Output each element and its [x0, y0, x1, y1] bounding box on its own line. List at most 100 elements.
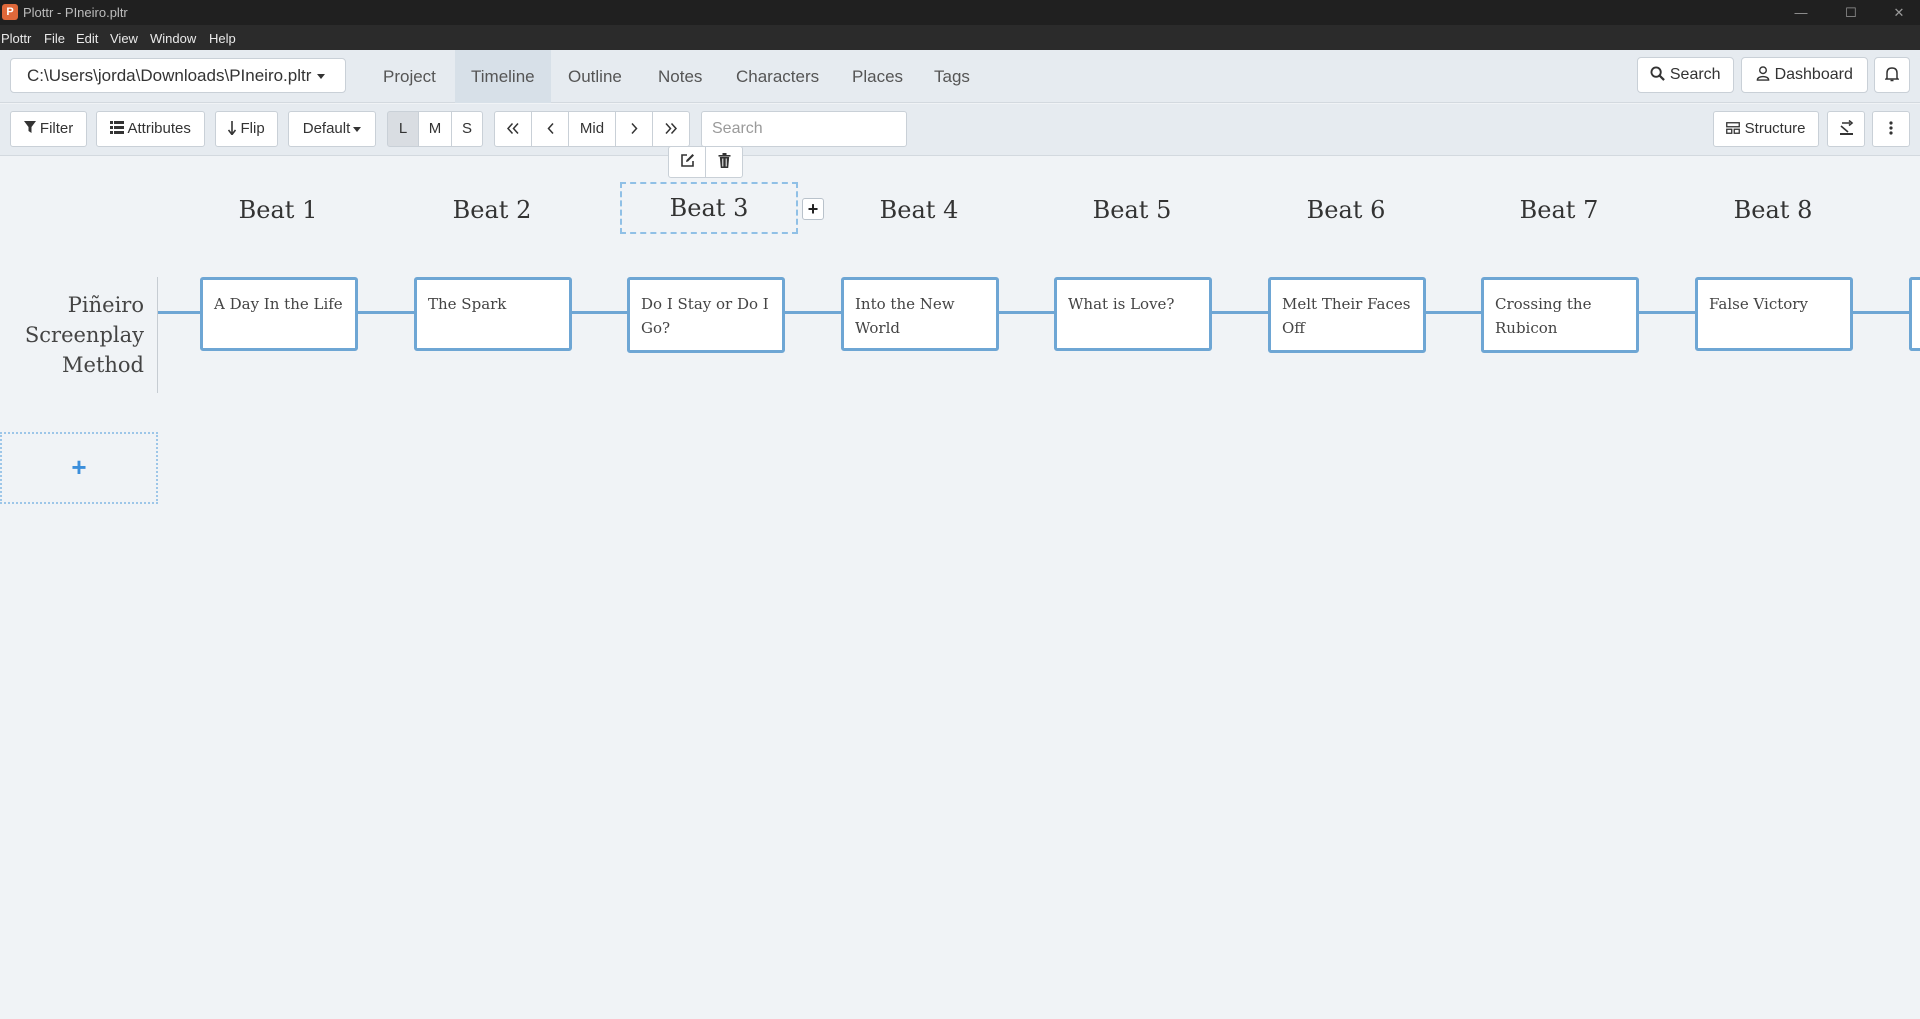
- menu-view[interactable]: View: [110, 31, 138, 46]
- menu-help[interactable]: Help: [209, 31, 236, 46]
- plotline-connector: [158, 311, 200, 314]
- default-dropdown-label: Default: [303, 120, 351, 137]
- size-large-button[interactable]: L: [387, 111, 419, 147]
- plotline-connector: [569, 311, 627, 314]
- export-icon: [1839, 120, 1854, 135]
- search-button-label: Search: [1670, 66, 1721, 83]
- beat-title-selected[interactable]: Beat 3: [620, 182, 798, 234]
- add-beat-button[interactable]: +: [802, 198, 824, 220]
- plotline-connector: [1210, 311, 1268, 314]
- plotline-connector: [783, 311, 841, 314]
- menu-bar: Plottr File Edit View Window Help: [0, 25, 1920, 50]
- size-medium-button[interactable]: M: [418, 111, 452, 147]
- scroll-mid-button[interactable]: Mid: [568, 111, 616, 147]
- beat-title[interactable]: Beat 2: [407, 190, 577, 230]
- beat-title[interactable]: Beat 4: [834, 190, 1004, 230]
- menu-plottr[interactable]: Plottr: [1, 31, 31, 46]
- export-button[interactable]: [1827, 111, 1865, 147]
- menu-file[interactable]: File: [44, 31, 65, 46]
- scene-card[interactable]: Do I Stay or Do I Go?: [627, 277, 785, 353]
- plus-icon: +: [71, 452, 86, 482]
- size-small-button[interactable]: S: [451, 111, 483, 147]
- tab-tags[interactable]: Tags: [918, 50, 986, 103]
- default-dropdown[interactable]: Default: [288, 111, 376, 147]
- scene-card[interactable]: Melt Their Faces Off: [1268, 277, 1426, 353]
- edit-icon: [680, 153, 695, 168]
- scene-card[interactable]: The Spark: [414, 277, 572, 351]
- tab-places[interactable]: Places: [836, 50, 919, 103]
- edit-beat-button[interactable]: [669, 147, 706, 177]
- tab-characters[interactable]: Characters: [720, 50, 835, 103]
- file-path-label: C:\Users\jorda\Downloads\PIneiro.pltr: [27, 66, 311, 85]
- delete-beat-button[interactable]: [706, 147, 743, 177]
- user-icon: [1756, 66, 1770, 81]
- close-icon[interactable]: ✕: [1876, 0, 1920, 25]
- beat-title[interactable]: Beat 1: [193, 190, 363, 230]
- plotline-connector: [996, 311, 1054, 314]
- card-title-line: The Spark: [428, 292, 558, 316]
- plotline-label[interactable]: Piñeiro Screenplay Method: [10, 290, 144, 380]
- filter-button[interactable]: Filter: [10, 111, 87, 147]
- maximize-icon[interactable]: ☐: [1828, 0, 1874, 25]
- card-title-line: Into the New World: [855, 292, 985, 340]
- chevron-right-icon: [631, 123, 638, 134]
- beat-title[interactable]: Beat 6: [1261, 190, 1431, 230]
- dashboard-button[interactable]: Dashboard: [1741, 57, 1868, 93]
- scroll-prev-button[interactable]: [531, 111, 569, 147]
- card-title-line: Rubicon: [1495, 316, 1625, 340]
- plotline-label-line: Method: [10, 350, 144, 380]
- plotline-divider: [157, 277, 158, 393]
- caret-down-icon: [317, 74, 325, 79]
- file-path-dropdown[interactable]: C:\Users\jorda\Downloads\PIneiro.pltr: [10, 58, 346, 93]
- scene-card[interactable]: Crossing the Rubicon: [1481, 277, 1639, 353]
- card-title-line: A Day In the Life: [214, 292, 344, 316]
- scene-card[interactable]: False Victory: [1695, 277, 1853, 351]
- beat-title[interactable]: Beat 7: [1474, 190, 1644, 230]
- vertical-ellipsis-icon: [1889, 121, 1893, 135]
- beat-title[interactable]: Beat 8: [1688, 190, 1858, 230]
- search-icon: [1650, 66, 1665, 81]
- scroll-next-button[interactable]: [615, 111, 653, 147]
- tab-notes[interactable]: Notes: [642, 50, 718, 103]
- structure-button[interactable]: Structure: [1713, 111, 1819, 147]
- list-icon: [110, 121, 124, 134]
- scroll-last-button[interactable]: [652, 111, 690, 147]
- add-plotline-button[interactable]: +: [0, 432, 158, 504]
- structure-icon: [1726, 122, 1740, 134]
- scroll-first-button[interactable]: [494, 111, 532, 147]
- double-chevron-right-icon: [665, 123, 677, 134]
- attributes-button-label: Attributes: [127, 120, 190, 137]
- timeline-toolbar: Filter Attributes Flip Default L M S Mid…: [0, 104, 1920, 156]
- menu-window[interactable]: Window: [150, 31, 196, 46]
- chevron-left-icon: [547, 123, 554, 134]
- dashboard-button-label: Dashboard: [1775, 66, 1853, 83]
- scene-card[interactable]: A Day In the Life: [200, 277, 358, 351]
- plottr-app-icon: P: [2, 4, 18, 20]
- double-chevron-left-icon: [507, 123, 519, 134]
- bell-icon: [1885, 66, 1899, 82]
- arrow-down-icon: [228, 121, 236, 135]
- menu-edit[interactable]: Edit: [76, 31, 98, 46]
- timeline-search-input[interactable]: [701, 111, 907, 147]
- filter-button-label: Filter: [40, 120, 73, 137]
- beat-title[interactable]: Beat 5: [1047, 190, 1217, 230]
- tab-project[interactable]: Project: [367, 50, 452, 103]
- plotline-label-line: Screenplay: [10, 320, 144, 350]
- nav-bar: C:\Users\jorda\Downloads\PIneiro.pltr Pr…: [0, 50, 1920, 103]
- attributes-button[interactable]: Attributes: [96, 111, 205, 147]
- minimize-icon[interactable]: —: [1778, 0, 1824, 25]
- search-button[interactable]: Search: [1637, 57, 1734, 93]
- flip-button[interactable]: Flip: [215, 111, 278, 147]
- plotline-connector: [356, 311, 414, 314]
- scene-card[interactable]: Into the New World: [841, 277, 999, 351]
- card-title-line: Do I Stay or Do I: [641, 292, 771, 316]
- more-options-button[interactable]: [1872, 111, 1910, 147]
- card-title-line: Go?: [641, 316, 771, 340]
- scene-card-partial[interactable]: [1909, 277, 1920, 351]
- tab-timeline[interactable]: Timeline: [455, 50, 551, 103]
- beat-hover-toolbar: [668, 146, 743, 178]
- card-title-line: Off: [1282, 316, 1412, 340]
- notifications-button[interactable]: [1874, 57, 1910, 93]
- tab-outline[interactable]: Outline: [552, 50, 638, 103]
- scene-card[interactable]: What is Love?: [1054, 277, 1212, 351]
